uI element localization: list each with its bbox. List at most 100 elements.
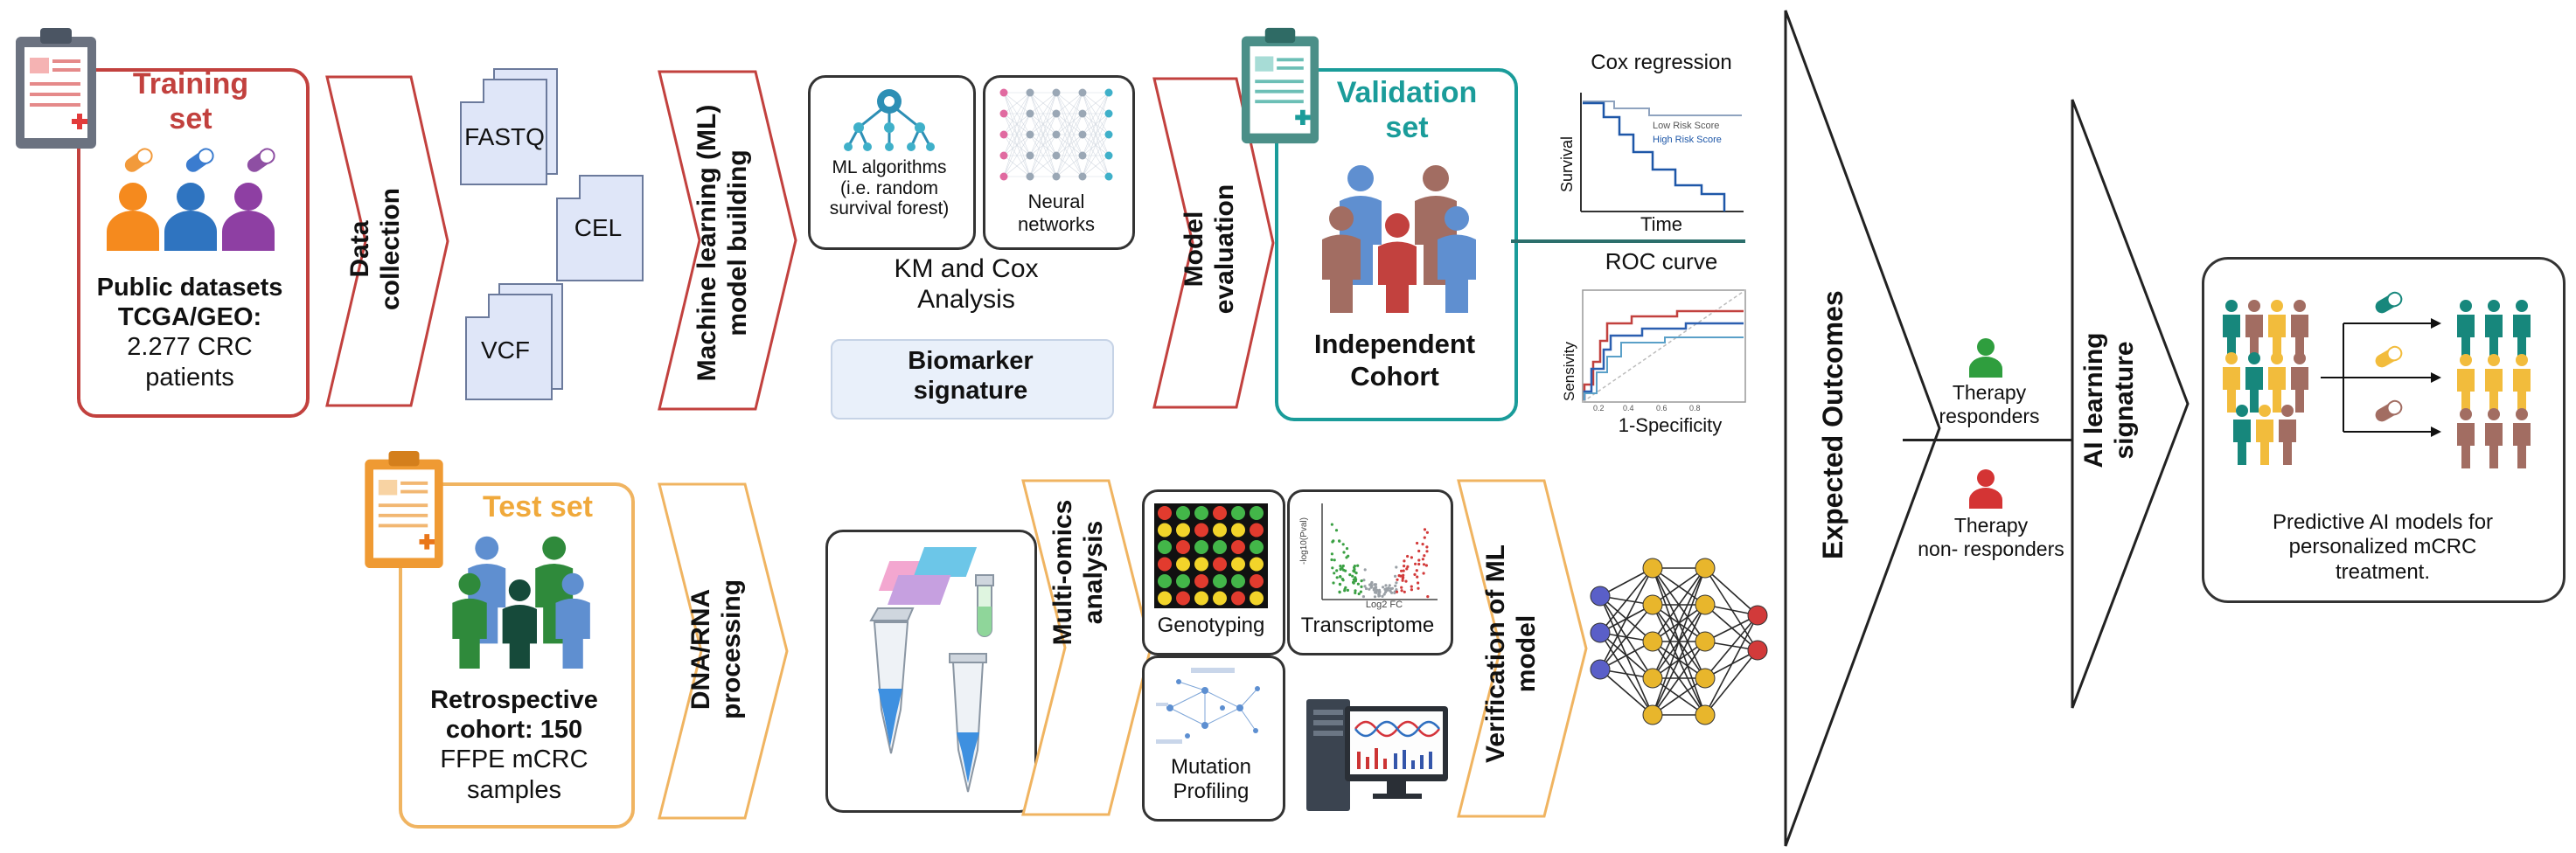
ai-signature-arrow bbox=[2071, 99, 2190, 709]
network-edge bbox=[1704, 649, 1758, 716]
roc-title: ROC curve bbox=[1605, 248, 1718, 274]
volcano-point bbox=[1342, 551, 1346, 554]
svg-text:0.2: 0.2 bbox=[1593, 404, 1605, 413]
array-spot bbox=[1231, 506, 1245, 520]
volcano-point bbox=[1341, 543, 1345, 546]
clipboard-icon bbox=[365, 450, 443, 569]
volcano-point bbox=[1417, 558, 1421, 562]
volcano-point bbox=[1402, 573, 1405, 577]
network-node bbox=[1104, 151, 1113, 160]
volcano-point bbox=[1330, 523, 1333, 526]
network-edge bbox=[1082, 92, 1110, 114]
person-icon bbox=[2513, 300, 2531, 360]
sample-tubes-icon bbox=[869, 547, 994, 793]
volcano-point bbox=[1353, 565, 1356, 568]
array-spot bbox=[1176, 557, 1190, 572]
svg-text:0.6: 0.6 bbox=[1656, 404, 1667, 413]
volcano-point bbox=[1417, 586, 1420, 590]
network-node bbox=[1747, 605, 1768, 626]
array-spot bbox=[1158, 540, 1172, 554]
array-spot bbox=[1158, 506, 1172, 520]
network-node bbox=[1695, 668, 1716, 689]
network-edge bbox=[1029, 92, 1057, 114]
network-edge bbox=[1055, 113, 1083, 177]
network-node bbox=[1590, 586, 1611, 607]
network-edge bbox=[1704, 614, 1758, 679]
network-edge bbox=[1003, 92, 1031, 114]
person-icon bbox=[2457, 300, 2475, 360]
person-icon bbox=[2256, 405, 2273, 465]
volcano-point bbox=[1395, 581, 1398, 585]
volcano-point bbox=[1403, 590, 1406, 593]
decision-tree-icon bbox=[844, 89, 935, 151]
volcano-point bbox=[1416, 541, 1419, 545]
outcome-divider bbox=[1903, 439, 2078, 441]
volcano-point bbox=[1375, 588, 1378, 592]
volcano-point bbox=[1333, 558, 1336, 562]
volcano-point bbox=[1339, 565, 1342, 568]
array-spot bbox=[1158, 574, 1172, 588]
pill-icon bbox=[2375, 291, 2403, 314]
array-spot bbox=[1250, 540, 1264, 554]
responder-person-icon bbox=[1969, 338, 2002, 378]
volcano-point bbox=[1387, 586, 1390, 590]
volcano-point bbox=[1338, 591, 1341, 594]
person-icon bbox=[2485, 300, 2503, 360]
network-edge bbox=[1082, 155, 1110, 177]
pill-icon bbox=[2375, 399, 2403, 422]
network-edge bbox=[1082, 92, 1110, 156]
transcriptome-box bbox=[1287, 489, 1453, 655]
network-node bbox=[1747, 640, 1768, 661]
network-edge bbox=[1029, 113, 1057, 177]
network-edge bbox=[1652, 604, 1706, 716]
volcano-point bbox=[1362, 579, 1366, 582]
network-node bbox=[1590, 622, 1611, 643]
network-edge bbox=[1055, 92, 1083, 177]
volcano-point bbox=[1400, 569, 1403, 572]
array-spot bbox=[1250, 523, 1264, 537]
volcano-point bbox=[1354, 589, 1357, 593]
network-edge bbox=[1599, 604, 1654, 670]
volcano-point bbox=[1375, 590, 1378, 594]
network-node bbox=[999, 172, 1008, 181]
network-edge bbox=[1704, 567, 1758, 651]
clipboard-icon bbox=[1241, 27, 1319, 144]
array-spot bbox=[1176, 506, 1190, 520]
volcano-point bbox=[1382, 593, 1386, 596]
array-spot bbox=[1231, 523, 1245, 537]
network-edge bbox=[1082, 113, 1110, 177]
network-node bbox=[1026, 151, 1034, 160]
neural-network-icon bbox=[999, 88, 1113, 181]
network-edge bbox=[1652, 567, 1706, 642]
person-icon bbox=[2223, 352, 2240, 413]
network-node bbox=[1078, 172, 1087, 181]
network-node bbox=[1695, 558, 1716, 579]
genotyping-array-icon bbox=[1154, 503, 1268, 608]
connector-line bbox=[1511, 239, 1745, 243]
transcriptome-text: Transcriptome bbox=[1300, 614, 1435, 637]
network-node bbox=[1104, 130, 1113, 139]
volcano-point bbox=[1410, 556, 1413, 559]
person-icon bbox=[2457, 408, 2475, 468]
volcano-point bbox=[1338, 583, 1342, 586]
volcano-point bbox=[1361, 595, 1365, 599]
volcano-point bbox=[1397, 574, 1401, 578]
network-edge bbox=[1082, 92, 1110, 135]
cox-plot bbox=[1580, 93, 1744, 212]
volcano-point bbox=[1346, 588, 1349, 592]
network-edge bbox=[1003, 134, 1031, 177]
network-node bbox=[1026, 109, 1034, 118]
volcano-point bbox=[1393, 591, 1396, 594]
volcano-point bbox=[1390, 586, 1394, 590]
volcano-point bbox=[1343, 589, 1347, 593]
volcano-point bbox=[1400, 586, 1403, 589]
array-spot bbox=[1231, 591, 1245, 606]
volcano-point bbox=[1423, 528, 1427, 531]
volcano-point bbox=[1396, 578, 1399, 581]
